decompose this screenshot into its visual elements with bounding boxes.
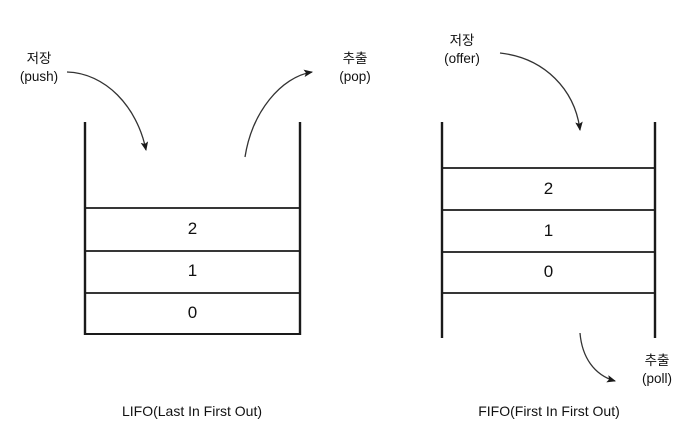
poll-label: 추출 (poll) <box>628 352 686 388</box>
poll-label-korean: 추출 <box>644 353 670 368</box>
fifo-cell-value: 0 <box>543 262 554 281</box>
lifo-cell-value: 1 <box>187 261 198 280</box>
fifo-caption: FIFO(First In First Out) <box>478 403 620 419</box>
lifo-cell-value: 0 <box>187 303 198 322</box>
fifo-cell-value: 2 <box>543 179 554 198</box>
push-arrow <box>66 71 149 152</box>
offer-label: 저장 (offer) <box>424 32 500 68</box>
pop-label-korean: 추출 <box>342 51 368 66</box>
pop-label-english: (pop) <box>339 69 371 85</box>
offer-arrow <box>499 52 583 132</box>
lifo-stack-shape <box>83 122 302 335</box>
lifo-cell-value: 2 <box>187 219 198 238</box>
push-label: 저장 (push) <box>2 50 76 86</box>
pop-arrow <box>244 69 314 158</box>
push-label-korean: 저장 <box>26 51 52 66</box>
fifo-cell-value: 1 <box>543 221 554 240</box>
poll-arrow <box>579 332 616 383</box>
poll-label-english: (poll) <box>641 371 672 387</box>
offer-label-english: (offer) <box>444 51 480 67</box>
lifo-caption: LIFO(Last In First Out) <box>121 403 263 419</box>
push-label-english: (push) <box>19 69 59 85</box>
fifo-queue-shape <box>440 122 657 338</box>
offer-label-korean: 저장 <box>449 33 475 48</box>
pop-label: 추출 (pop) <box>324 50 386 86</box>
